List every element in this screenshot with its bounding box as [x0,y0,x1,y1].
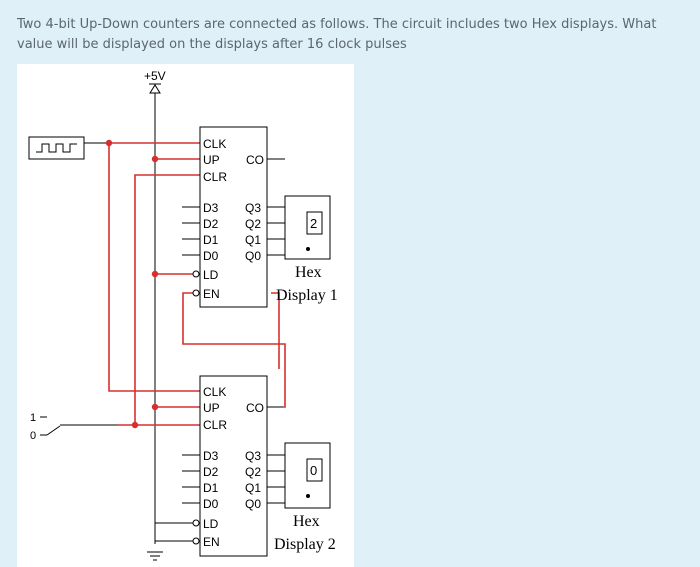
switch-high-label: 1 [30,412,36,424]
pin-d1: D1 [203,481,219,495]
pin-q1: Q1 [245,481,261,495]
hex-display-1: 2 [284,195,331,260]
junction-dot [151,155,159,163]
pin-clr: CLR [203,170,227,184]
display-1-label: Hex [295,264,322,281]
display-2-digit: 0 [310,463,317,478]
circuit-diagram: +5V [17,64,354,567]
pin-q1: Q1 [245,233,261,247]
pin-en: EN [203,535,220,549]
ground-icon [147,551,163,561]
display-2-label: Hex [293,513,320,530]
pin-co: CO [246,153,264,167]
pin-d0: D0 [203,249,219,263]
counter-top: CLK UP CLR D3 D2 D1 D0 LD EN CO Q3 Q2 Q1… [182,126,285,308]
junction-dot [131,421,139,429]
display-1-digit: 2 [310,216,317,231]
pin-clk: CLK [203,385,226,399]
display-1-label-2: Display 1 [276,287,338,304]
junction-dot [151,270,159,278]
pin-q3: Q3 [245,201,261,215]
display-2-label-2: Display 2 [274,536,336,553]
pin-q2: Q2 [245,217,261,231]
pin-ld: LD [203,268,219,282]
red-wires [108,142,286,426]
pin-up: UP [203,153,220,167]
question-text: Two 4-bit Up-Down counters are connected… [17,17,657,52]
pin-q0: Q0 [245,497,261,511]
pin-ld: LD [203,517,219,531]
supply-label: +5V [144,69,166,83]
pin-clk: CLK [203,137,226,151]
counter-bottom: CLK UP CLR D3 D2 D1 D0 LD EN CO Q3 Q2 Q1… [155,375,285,557]
pin-q3: Q3 [245,449,261,463]
pin-clr: CLR [203,418,227,432]
pin-d2: D2 [203,217,219,231]
switch-low-label: 0 [30,430,36,442]
hex-display-2: 0 [284,442,331,509]
pin-d2: D2 [203,465,219,479]
clock-source-icon [28,136,85,160]
circuit-svg: +5V [28,69,338,561]
junction-dot [105,139,113,147]
pin-d0: D0 [203,497,219,511]
pin-en: EN [203,287,220,301]
pin-d1: D1 [203,233,219,247]
switch-icon [46,424,117,436]
pin-d3: D3 [203,201,219,215]
pin-q0: Q0 [245,249,261,263]
junction-dot [151,403,159,411]
pin-d3: D3 [203,449,219,463]
pin-q2: Q2 [245,465,261,479]
pin-co: CO [246,401,264,415]
supply-arrow-icon [149,83,161,102]
pin-up: UP [203,401,220,415]
